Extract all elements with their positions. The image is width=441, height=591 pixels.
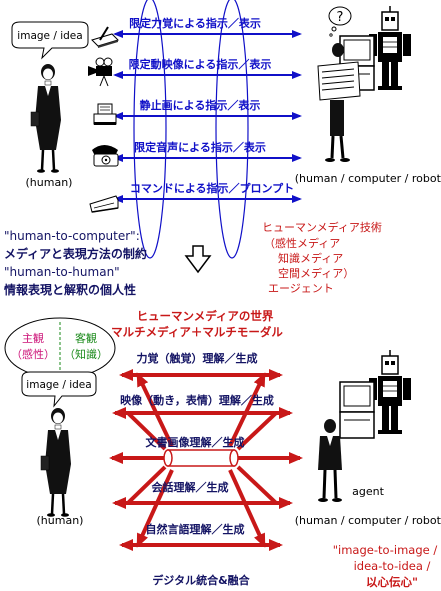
top-robot-figure — [369, 6, 411, 90]
label-language-understanding: 自然言語理解／生成 — [146, 522, 245, 536]
down-arrow-icon — [184, 245, 212, 274]
note-human-to-computer: "human-to-computer": — [4, 229, 140, 243]
bottom-robot-figure — [369, 350, 411, 434]
channel-label-4: 限定音声による指示／表示 — [134, 140, 266, 154]
keyboard-icon — [89, 195, 119, 213]
top-bubble-text: image / idea — [17, 30, 82, 42]
note-human-media-tech: ヒューマンメディア技術 — [262, 220, 382, 234]
bottom-channel-arrows — [109, 369, 303, 551]
diag-lower-right — [228, 469, 266, 548]
bottom-machine-label: (human / computer / robot) — [295, 514, 441, 527]
channel-label-1: 限定力覚による指示／表示 — [129, 16, 261, 30]
label-video-understanding: 映像（動き，表情）理解／生成 — [120, 393, 274, 407]
subjective-label: 主観 — [22, 331, 44, 345]
diag-upper-right — [228, 372, 266, 447]
integration-cylinder — [163, 449, 239, 467]
digital-integration-label: デジタル統合&融合 — [152, 573, 250, 587]
quote-ishin-denshin: 以心伝心" — [366, 575, 418, 589]
label-conversation-understanding: 会話理解／生成 — [152, 480, 229, 494]
note-knowledge-media: 知識メディア — [278, 251, 343, 265]
quote-image-to-image: "image-to-image / — [333, 543, 438, 557]
channel-label-5: コマンドによる指示／プロンプト — [130, 181, 294, 195]
label-document-understanding: 文書画像理解／生成 — [146, 435, 245, 449]
top-machine-label: (human / computer / robot) — [295, 172, 441, 185]
note-individuality: 情報表現と解釈の個人性 — [4, 282, 136, 297]
label-force-understanding: 力覚（触覚）理解／生成 — [137, 351, 258, 365]
split-thought-bubble: 主観 （感性） 客観 （知識） — [4, 317, 116, 379]
world-title: ヒューマンメディアの世界 — [137, 309, 274, 323]
subjective-kansei: （感性） — [11, 347, 55, 361]
diag-mid-upper-right — [236, 411, 278, 451]
bottom-bubble-text: image / idea — [26, 379, 91, 391]
diag-mid-upper-left — [126, 411, 167, 451]
agent-label: agent — [352, 485, 384, 498]
bottom-computer-figure — [339, 381, 375, 439]
top-newspaper-man-figure — [317, 43, 361, 162]
printer-icon — [93, 103, 117, 125]
world-subtitle: マルチメディア＋マルチモーダル — [111, 325, 283, 339]
top-human-figure — [30, 64, 61, 173]
diag-mid-lower-left — [126, 465, 167, 505]
channel-label-3: 静止画による指示／表示 — [140, 98, 261, 112]
diag-lower-left — [136, 469, 174, 548]
note-media-constraint: メディアと表現方法の制約 — [4, 246, 147, 261]
note-human-to-human: "human-to-human" — [4, 265, 120, 279]
telephone-icon — [92, 145, 119, 167]
question-mark-text: ? — [337, 10, 344, 25]
pen-tablet-icon — [91, 26, 119, 48]
agent-man-figure — [318, 419, 342, 502]
objective-knowledge: （知識） — [64, 347, 108, 361]
video-camera-icon — [88, 57, 113, 87]
thought-question-icon: ? — [328, 6, 352, 37]
top-human-label: (human) — [26, 176, 73, 189]
objective-label: 客観 — [75, 331, 97, 345]
top-channel-bundle — [133, 0, 249, 259]
note-agent: エージェント — [268, 282, 334, 295]
top-thought-bubble: image / idea — [11, 21, 89, 60]
diag-upper-left — [136, 372, 174, 447]
channel-label-2: 限定動映像による指示／表示 — [129, 57, 272, 71]
diag-mid-lower-right — [236, 465, 278, 505]
bottom-thought-bubble: image / idea — [21, 371, 97, 408]
quote-idea-to-idea: idea-to-idea / — [354, 559, 431, 573]
top-channel-arrows — [113, 30, 302, 203]
note-space-media: 空間メディア） — [278, 266, 354, 280]
bottom-human-label: (human) — [37, 514, 84, 527]
bottom-human-figure — [40, 408, 71, 517]
note-kansei-media: （感性メディア — [264, 236, 340, 250]
